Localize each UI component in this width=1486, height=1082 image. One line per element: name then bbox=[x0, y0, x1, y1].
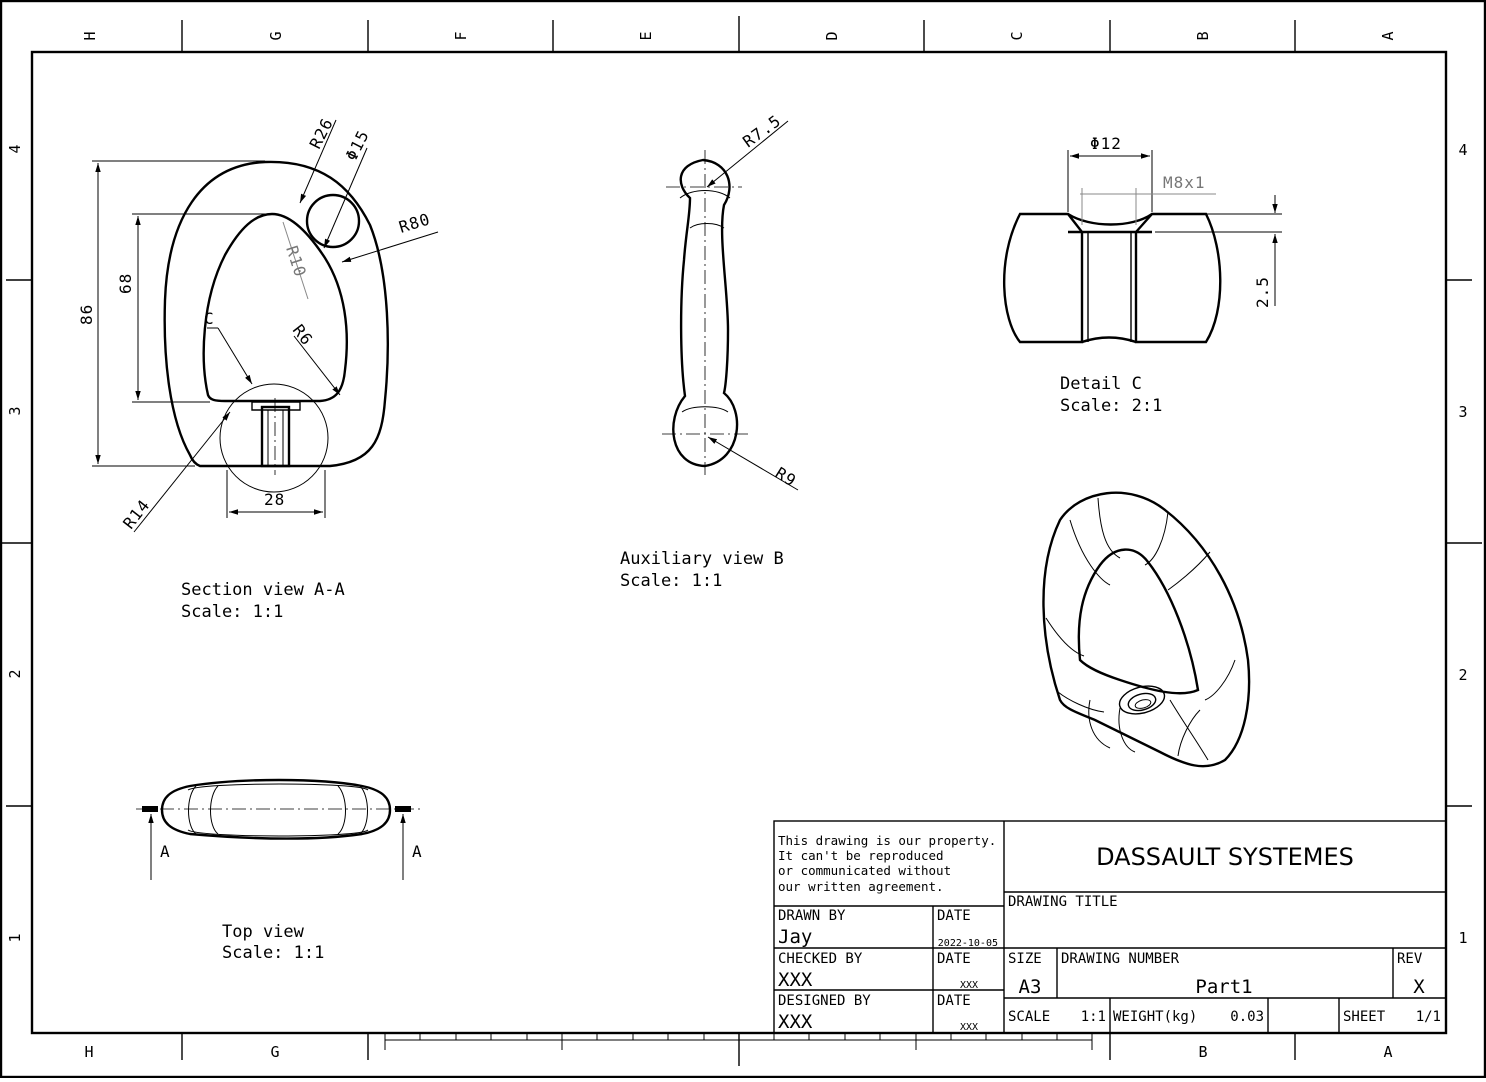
aux-scale: Scale: 1:1 bbox=[620, 571, 722, 591]
scale-ruler bbox=[384, 1033, 1093, 1050]
zone-col-top-e: E bbox=[637, 31, 655, 40]
zone-row-right-1: 1 bbox=[1458, 929, 1467, 947]
zone-row-left-1: 1 bbox=[6, 933, 24, 942]
designed-by-label: DESIGNED BY bbox=[778, 993, 871, 1009]
size-value: A3 bbox=[1019, 976, 1042, 998]
weight-label: WEIGHT(kg) bbox=[1113, 1009, 1197, 1025]
section-caption: Section view A-A bbox=[181, 580, 345, 600]
iso-inner bbox=[1077, 548, 1200, 695]
zone-col-top-c: C bbox=[1008, 31, 1026, 40]
zone-col-top-g: G bbox=[267, 31, 285, 40]
dim-c: C bbox=[204, 309, 215, 328]
detail-scale: Scale: 2:1 bbox=[1060, 396, 1162, 416]
dim-86: 86 bbox=[77, 304, 96, 325]
auxiliary-view: R7.5 R9 Auxiliary view B Scale: 1:1 bbox=[620, 111, 800, 591]
dim-d12: Φ12 bbox=[1090, 134, 1122, 153]
dim-r10: R10 bbox=[282, 243, 310, 279]
scale-value: 1:1 bbox=[1081, 1009, 1106, 1025]
zone-row-right-4: 4 bbox=[1458, 141, 1467, 159]
zone-col-top-b: B bbox=[1194, 31, 1212, 40]
iso-hole-inner bbox=[1127, 692, 1157, 712]
top-view: A A Top view Scale: 1:1 bbox=[136, 778, 423, 963]
detail-caption: Detail C bbox=[1060, 374, 1142, 394]
zone-col-top-f: F bbox=[452, 31, 470, 40]
drawing-number-label: DRAWING NUMBER bbox=[1061, 951, 1180, 967]
dim-r7-5: R7.5 bbox=[739, 111, 785, 151]
zone-col-top-d: D bbox=[823, 31, 841, 40]
drawn-date-label: DATE bbox=[937, 908, 971, 924]
checked-by-value: XXX bbox=[778, 969, 813, 991]
aux-caption: Auxiliary view B bbox=[620, 549, 784, 569]
dim-2-5: 2.5 bbox=[1253, 276, 1272, 308]
zone-row-left-3: 3 bbox=[6, 406, 24, 415]
zone-row-left-4: 4 bbox=[6, 144, 24, 153]
isometric-view bbox=[1042, 491, 1251, 768]
section-arrow-right-label: A bbox=[412, 842, 423, 861]
zone-col-bottom-a: A bbox=[1383, 1043, 1392, 1061]
checked-by-label: CHECKED BY bbox=[778, 951, 863, 967]
size-label: SIZE bbox=[1008, 951, 1042, 967]
section-scale: Scale: 1:1 bbox=[181, 602, 283, 622]
property-notice-line-1: This drawing is our property. bbox=[778, 833, 996, 848]
zone-row-right-3: 3 bbox=[1458, 403, 1467, 421]
dim-r9: R9 bbox=[772, 463, 800, 490]
detail-view: Φ12 M8x1 2.5 Detail C Scale: 2:1 bbox=[1003, 134, 1282, 416]
aux-profile bbox=[672, 158, 739, 468]
drawn-by-value: Jay bbox=[778, 926, 812, 948]
dim-m8x1: M8x1 bbox=[1163, 173, 1206, 192]
top-view-body bbox=[160, 778, 392, 840]
zone-col-top-a: A bbox=[1379, 31, 1397, 40]
property-notice-line-4: our written agreement. bbox=[778, 879, 944, 894]
checked-date-value: XXX bbox=[960, 980, 978, 991]
dim-28: 28 bbox=[264, 490, 285, 509]
designed-date-label: DATE bbox=[937, 993, 971, 1009]
rev-value: X bbox=[1413, 976, 1425, 998]
company-name: DASSAULT SYSTEMES bbox=[1096, 843, 1354, 871]
section-hole bbox=[305, 193, 361, 249]
top-scale: Scale: 1:1 bbox=[222, 943, 324, 963]
section-hatched-body bbox=[163, 160, 389, 468]
title-block: This drawing is our property. It can't b… bbox=[773, 820, 1447, 1034]
drawing-number-value: Part1 bbox=[1195, 976, 1252, 998]
dim-r26: R26 bbox=[306, 115, 337, 152]
drawn-by-label: DRAWN BY bbox=[778, 908, 846, 924]
zone-col-bottom-g: G bbox=[270, 1043, 279, 1061]
designed-date-value: XXX bbox=[960, 1022, 978, 1033]
weight-value: 0.03 bbox=[1230, 1009, 1264, 1025]
dim-68: 68 bbox=[116, 273, 135, 294]
property-notice-line-3: or communicated without bbox=[778, 863, 951, 878]
section-arrow-left-label: A bbox=[160, 842, 171, 861]
zone-col-bottom-b: B bbox=[1198, 1043, 1207, 1061]
dim-r6: R6 bbox=[289, 321, 317, 349]
zone-col-top-h: H bbox=[81, 31, 99, 40]
scale-label: SCALE bbox=[1008, 1009, 1050, 1025]
section-view: R26 Φ15 R80 R10 C R6 86 68 R14 28 Sectio… bbox=[77, 115, 439, 622]
property-notice-line-2: It can't be reproduced bbox=[778, 848, 944, 863]
sheet-label: SHEET bbox=[1343, 1009, 1386, 1025]
top-caption: Top view bbox=[222, 922, 305, 942]
zone-row-left-2: 2 bbox=[6, 669, 24, 678]
detail-c-circle bbox=[219, 383, 329, 493]
drawing-title-label: DRAWING TITLE bbox=[1008, 894, 1118, 910]
designed-by-value: XXX bbox=[778, 1011, 813, 1033]
section-bore bbox=[260, 405, 291, 468]
drawn-date-value: 2022-10-05 bbox=[938, 938, 998, 949]
dim-d15: Φ15 bbox=[342, 127, 373, 164]
zone-col-bottom-h: H bbox=[84, 1043, 93, 1061]
checked-date-label: DATE bbox=[937, 951, 971, 967]
iso-hole-outer bbox=[1118, 685, 1166, 715]
rev-label: REV bbox=[1397, 951, 1423, 967]
dim-r80: R80 bbox=[397, 209, 433, 236]
iso-outer bbox=[1042, 491, 1251, 768]
zone-labels: H G F E D C B A H G B A 4 3 2 1 4 3 2 1 bbox=[6, 31, 1468, 1061]
sheet-value: 1/1 bbox=[1416, 1009, 1441, 1025]
zone-row-right-2: 2 bbox=[1458, 666, 1467, 684]
